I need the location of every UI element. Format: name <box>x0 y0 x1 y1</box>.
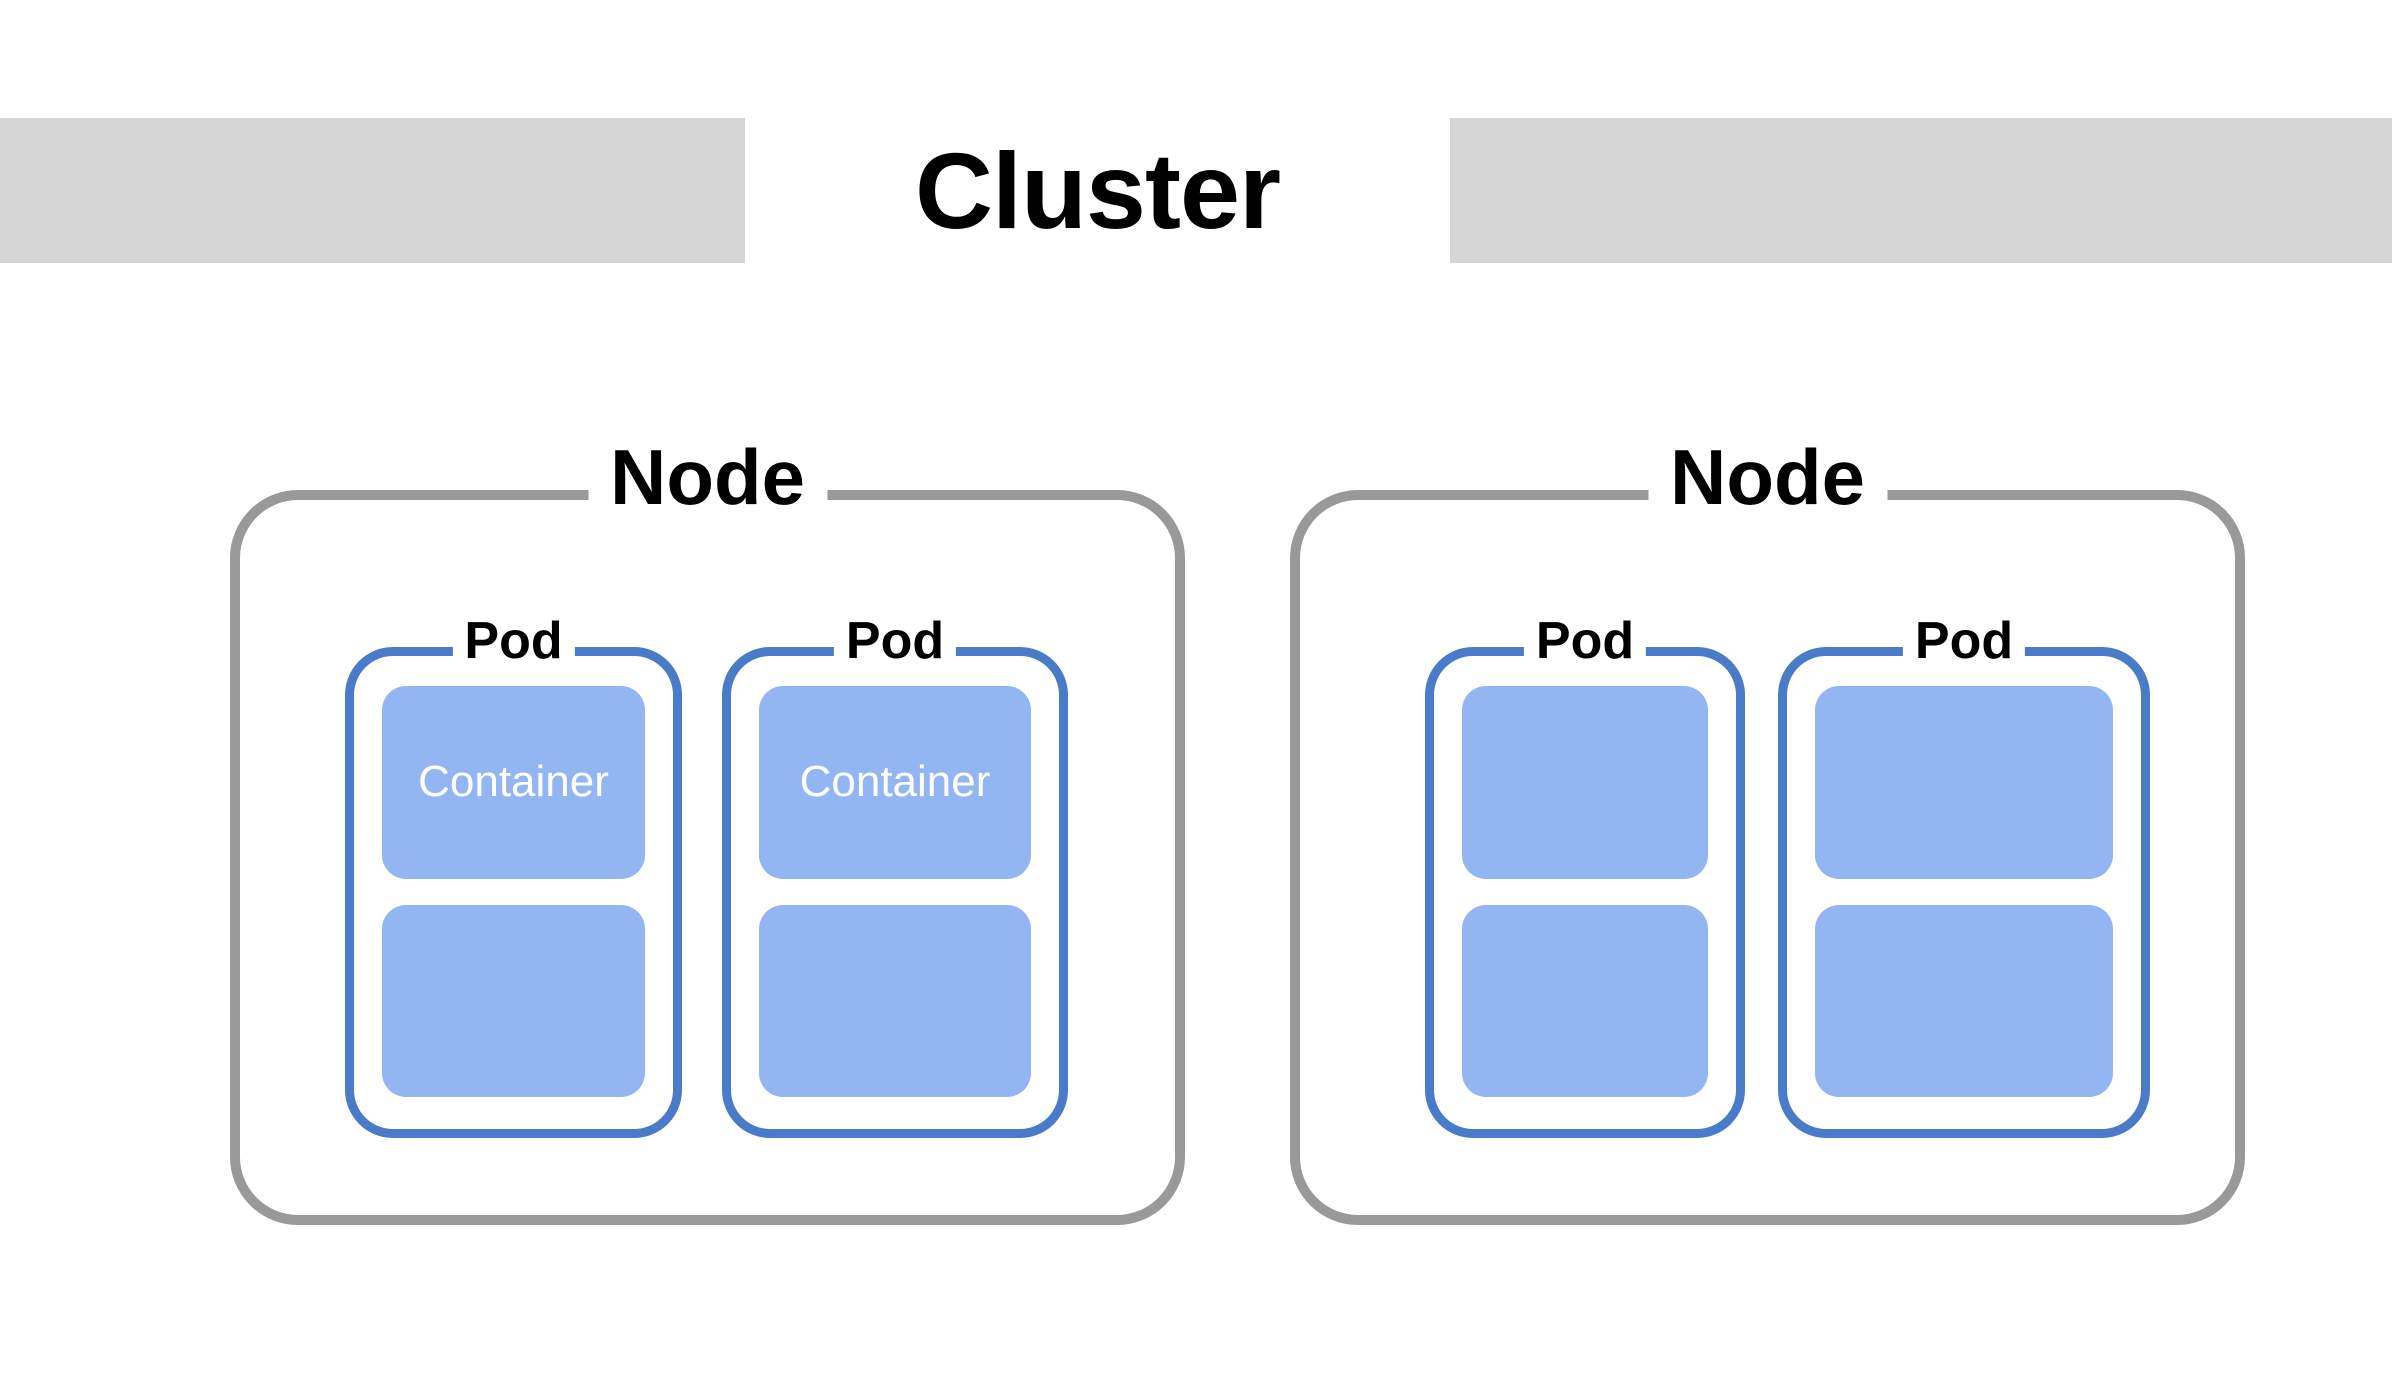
container-box-1-2-1: Container <box>759 686 1031 879</box>
container-box-1-2-2 <box>759 904 1031 1097</box>
container-box-2-2-2 <box>1815 904 2113 1097</box>
container-box-2-2-1 <box>1815 686 2113 879</box>
container-box-2-1-2 <box>1462 904 1708 1097</box>
container-box-2-1-1 <box>1462 686 1708 879</box>
pod-box-1-2: Pod Container <box>722 615 1068 1138</box>
pod-box-2-1: Pod <box>1425 615 1745 1138</box>
pod-contents-1-1: Container <box>354 656 673 1129</box>
header-band-left <box>0 118 745 263</box>
pod-contents-2-1 <box>1434 656 1736 1129</box>
container-label-1-2-1: Container <box>799 757 991 807</box>
container-box-1-1-2 <box>382 904 645 1097</box>
pod-contents-2-2 <box>1787 656 2141 1129</box>
node-box-2: Node Pod Pod <box>1290 438 2245 1225</box>
container-label-1-1-1: Container <box>418 757 609 807</box>
pod-box-1-1: Pod Container <box>345 615 682 1138</box>
pod-contents-1-2: Container <box>731 656 1059 1129</box>
node-box-1: Node Pod Container Pod Container <box>230 438 1185 1225</box>
pod-box-2-2: Pod <box>1778 615 2150 1138</box>
cluster-title: Cluster <box>914 130 1281 251</box>
container-box-1-1-1: Container <box>382 686 645 879</box>
pod-label-1-2: Pod <box>833 615 957 667</box>
pod-label-1-1: Pod <box>452 615 575 667</box>
pod-label-2-1: Pod <box>1523 615 1647 667</box>
pod-label-2-2: Pod <box>1902 615 2026 667</box>
node-label-1: Node <box>588 438 827 516</box>
header-band-right <box>1450 118 2392 263</box>
node-label-2: Node <box>1648 438 1887 516</box>
